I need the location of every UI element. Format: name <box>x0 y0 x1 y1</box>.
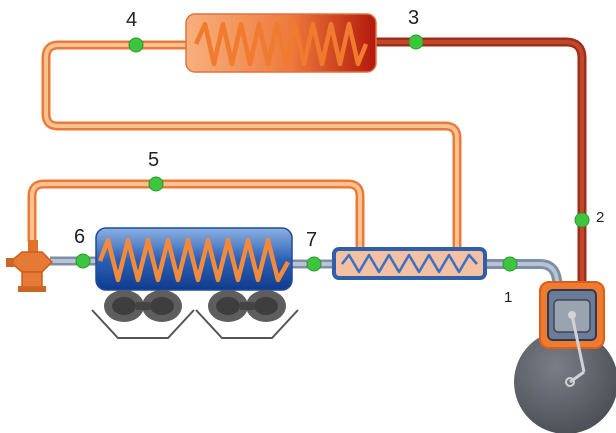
liquid-pipe <box>41 40 462 256</box>
node-3 <box>408 34 424 50</box>
node-2 <box>574 212 590 228</box>
state-point-nodes <box>75 34 590 272</box>
expansion-valve-icon <box>6 240 54 292</box>
evaporator <box>95 227 293 291</box>
evaporator-fans <box>91 290 299 339</box>
node-7 <box>306 256 322 272</box>
heat-exchanger <box>332 247 487 280</box>
fan-icon <box>91 290 195 339</box>
condenser-coil-icon <box>193 21 369 67</box>
node-6 <box>75 253 91 269</box>
label-point-5: 5 <box>148 149 159 171</box>
evaporator-coil-icon <box>97 237 290 283</box>
heat-exchanger-body <box>332 247 487 280</box>
label-point-1: 1 <box>504 289 512 306</box>
node-1 <box>502 256 518 272</box>
label-point-4: 4 <box>126 9 137 31</box>
heat-exchanger-icon <box>341 253 478 274</box>
condenser <box>185 13 377 73</box>
state-point-labels: 1 2 3 4 5 6 7 <box>74 7 604 306</box>
label-point-7: 7 <box>306 229 317 251</box>
label-point-2: 2 <box>596 209 604 226</box>
fan-icon <box>195 290 299 339</box>
compressor-icon <box>514 281 616 433</box>
label-point-6: 6 <box>74 226 85 248</box>
node-5 <box>148 176 164 192</box>
label-point-3: 3 <box>408 7 419 29</box>
pipes <box>27 37 587 297</box>
node-4 <box>128 37 144 53</box>
